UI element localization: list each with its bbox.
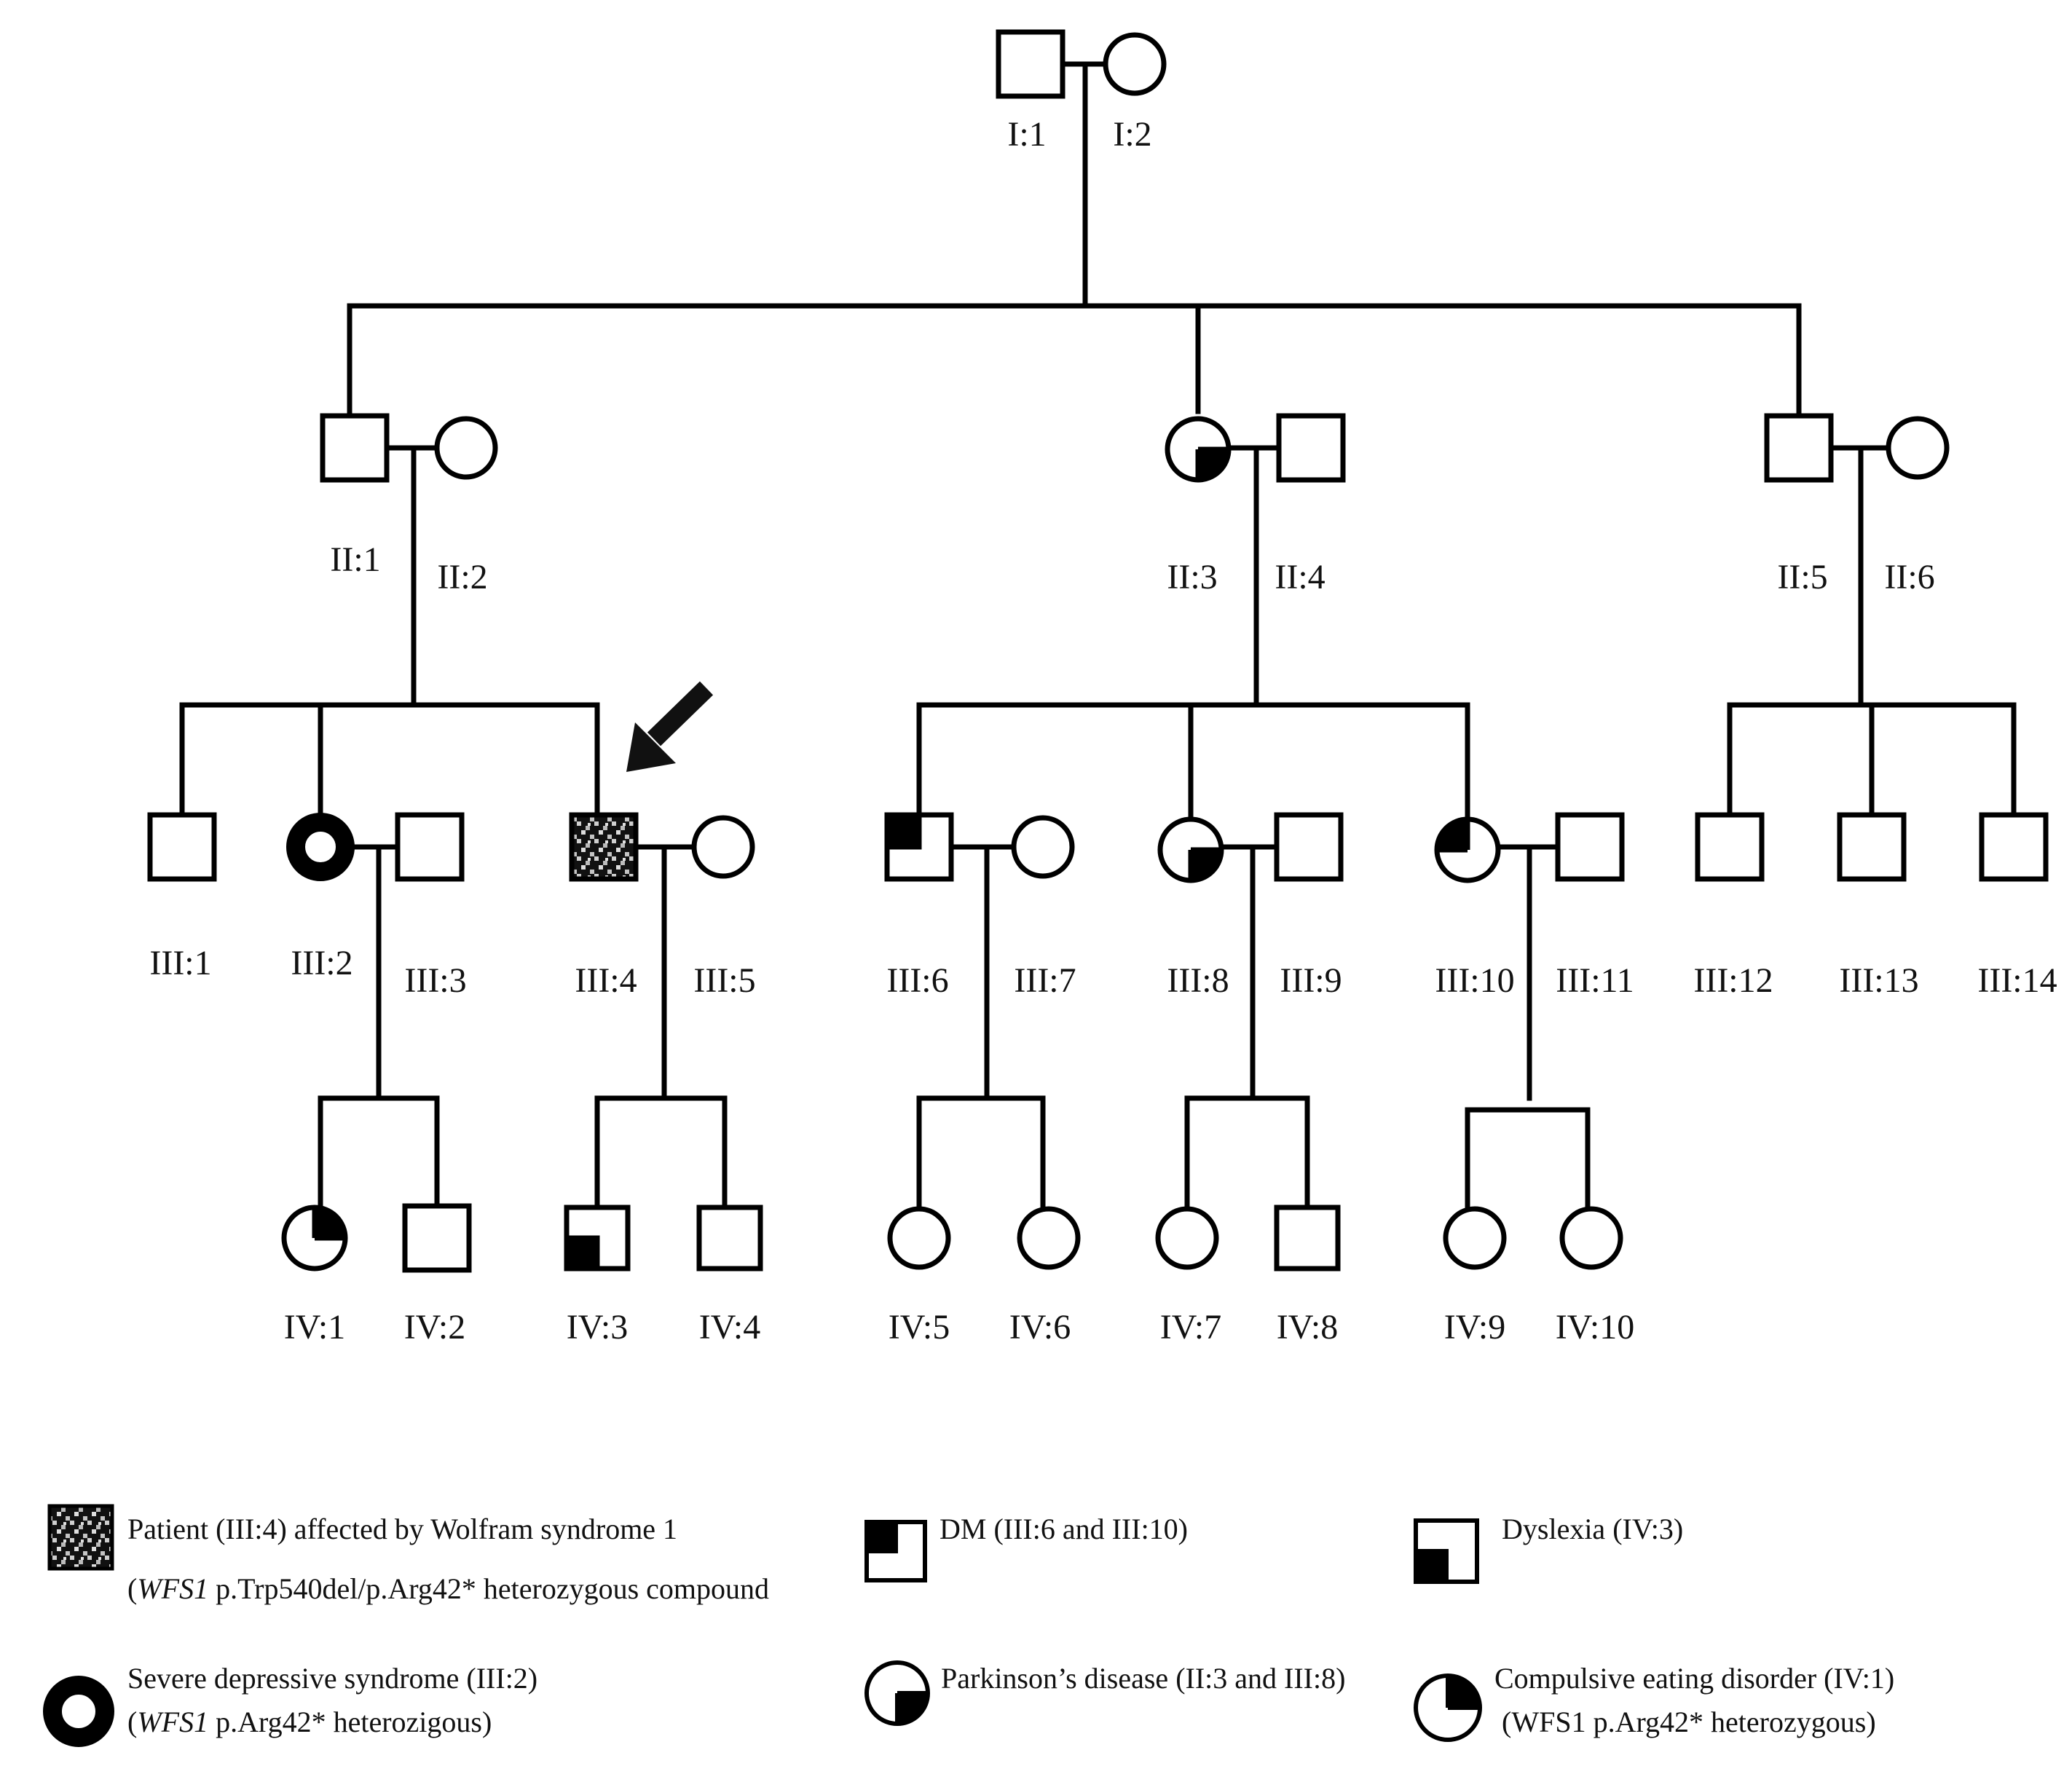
label-III-5: III:5 — [693, 961, 755, 1000]
label-IV-4: IV:4 — [699, 1308, 760, 1347]
individual-IV-5-circle — [887, 1206, 951, 1270]
label-IV-3: IV:3 — [567, 1308, 628, 1347]
legend-eating-text: Compulsive eating disorder (IV:1) — [1494, 1662, 1894, 1695]
individual-labels: I:1 I:2 II:1 II:2 II:3 II:4 II:5 II:6 II… — [149, 115, 2057, 1347]
individual-IV-7-circle — [1155, 1206, 1219, 1270]
label-III-3: III:3 — [404, 961, 466, 1000]
individual-III-1-square — [147, 812, 217, 882]
individual-I-1-square — [996, 29, 1065, 99]
individual-II-2-circle — [434, 416, 498, 480]
label-IV-9: IV:9 — [1444, 1308, 1505, 1347]
label-III-7: III:7 — [1014, 961, 1076, 1000]
legend-dyslexia-symbol — [1414, 1518, 1479, 1584]
legend-eating-genotype: (WFS1 p.Arg42* heterozygous) — [1502, 1706, 1876, 1738]
legend-dm-symbol — [864, 1520, 927, 1582]
individual-III-7-circle — [1011, 815, 1075, 879]
label-IV-10: IV:10 — [1556, 1308, 1634, 1347]
legend-dm-text: DM (III:6 and III:10) — [940, 1513, 1188, 1545]
individual-IV-2-square — [402, 1203, 472, 1273]
label-IV-5: IV:5 — [889, 1308, 950, 1347]
label-III-1: III:1 — [149, 944, 211, 982]
label-IV-6: IV:6 — [1009, 1308, 1071, 1347]
legend-patient-variant: p.Trp540del/p.Arg42* heterozygous compou… — [208, 1572, 769, 1605]
legend-depressive-genotype: (WFS1 p.Arg42* heterozigous) — [127, 1706, 492, 1738]
individual-III-5-circle — [691, 815, 755, 879]
label-IV-7: IV:7 — [1160, 1308, 1221, 1347]
individual-IV-8-square — [1274, 1205, 1341, 1272]
label-III-13: III:13 — [1839, 961, 1918, 1000]
individual-III-2-circle — [286, 813, 355, 881]
individual-III-13-square — [1837, 812, 1907, 882]
individual-II-4-square — [1276, 413, 1346, 483]
pedigree-lines — [179, 61, 2017, 1212]
legend-eating-symbol — [1414, 1674, 1482, 1742]
label-II-4: II:4 — [1275, 558, 1325, 596]
legend-depressive-text: Severe depressive syndrome (III:2) — [127, 1662, 537, 1695]
label-III-14: III:14 — [1977, 961, 2057, 1000]
label-II-1: II:1 — [330, 540, 380, 579]
individual-II-6-circle — [1886, 416, 1950, 480]
label-IV-1: IV:1 — [284, 1308, 345, 1347]
legend-depressive-symbol — [43, 1676, 114, 1747]
label-II-6: II:6 — [1884, 558, 1934, 596]
proband-arrow-icon — [626, 681, 714, 772]
label-III-6: III:6 — [886, 961, 948, 1000]
individual-III-8-circle — [1157, 816, 1224, 883]
individual-III-6-square — [884, 812, 954, 882]
label-III-12: III:12 — [1693, 961, 1773, 1000]
gene-wfs1: WFS1 — [137, 1572, 208, 1605]
individual-III-11-square — [1555, 812, 1625, 882]
individual-IV-10-circle — [1559, 1206, 1623, 1270]
legend-patient-genotype: (WFS1 p.Trp540del/p.Arg42* heterozygous … — [127, 1572, 769, 1605]
gene-wfs1-depressive: WFS1 — [137, 1706, 208, 1738]
individual-III-9-square — [1274, 812, 1344, 882]
pedigree-symbols — [147, 29, 2049, 1273]
label-III-8: III:8 — [1167, 961, 1229, 1000]
legend-dyslexia-text: Dyslexia (IV:3) — [1502, 1513, 1683, 1545]
label-III-10: III:10 — [1435, 961, 1514, 1000]
label-IV-2: IV:2 — [404, 1308, 465, 1347]
legend-patient-symbol — [47, 1504, 114, 1571]
individual-III-4-square — [569, 812, 639, 882]
individual-IV-9-circle — [1443, 1206, 1507, 1270]
label-II-5: II:5 — [1777, 558, 1827, 596]
label-II-3: II:3 — [1167, 558, 1217, 596]
individual-II-5-square — [1764, 413, 1834, 483]
legend: Patient (III:4) affected by Wolfram synd… — [43, 1504, 1894, 1747]
label-III-4: III:4 — [575, 961, 637, 1000]
individual-II-3-circle — [1165, 416, 1232, 483]
individual-I-2-circle — [1103, 32, 1167, 96]
label-IV-8: IV:8 — [1277, 1308, 1338, 1347]
individual-III-14-square — [1979, 812, 2049, 882]
label-I-2: I:2 — [1113, 115, 1151, 154]
individual-IV-3-square — [564, 1205, 631, 1272]
legend-depressive-variant: p.Arg42* heterozigous) — [208, 1706, 492, 1738]
label-II-2: II:2 — [437, 558, 487, 596]
individual-IV-6-circle — [1017, 1206, 1081, 1270]
individual-II-1-square — [320, 413, 390, 483]
label-III-9: III:9 — [1280, 961, 1342, 1000]
individual-IV-4-square — [696, 1205, 763, 1272]
individual-III-10-circle — [1434, 816, 1501, 883]
individual-III-3-square — [395, 812, 465, 882]
legend-patient-text: Patient (III:4) affected by Wolfram synd… — [127, 1513, 677, 1545]
label-III-11: III:11 — [1556, 961, 1634, 1000]
legend-parkinson-text: Parkinson’s disease (II:3 and III:8) — [941, 1662, 1345, 1695]
label-I-1: I:1 — [1007, 115, 1046, 154]
individual-IV-1-circle — [281, 1205, 348, 1272]
legend-parkinson-symbol — [864, 1660, 930, 1726]
label-III-2: III:2 — [291, 944, 352, 982]
individual-III-12-square — [1695, 812, 1765, 882]
